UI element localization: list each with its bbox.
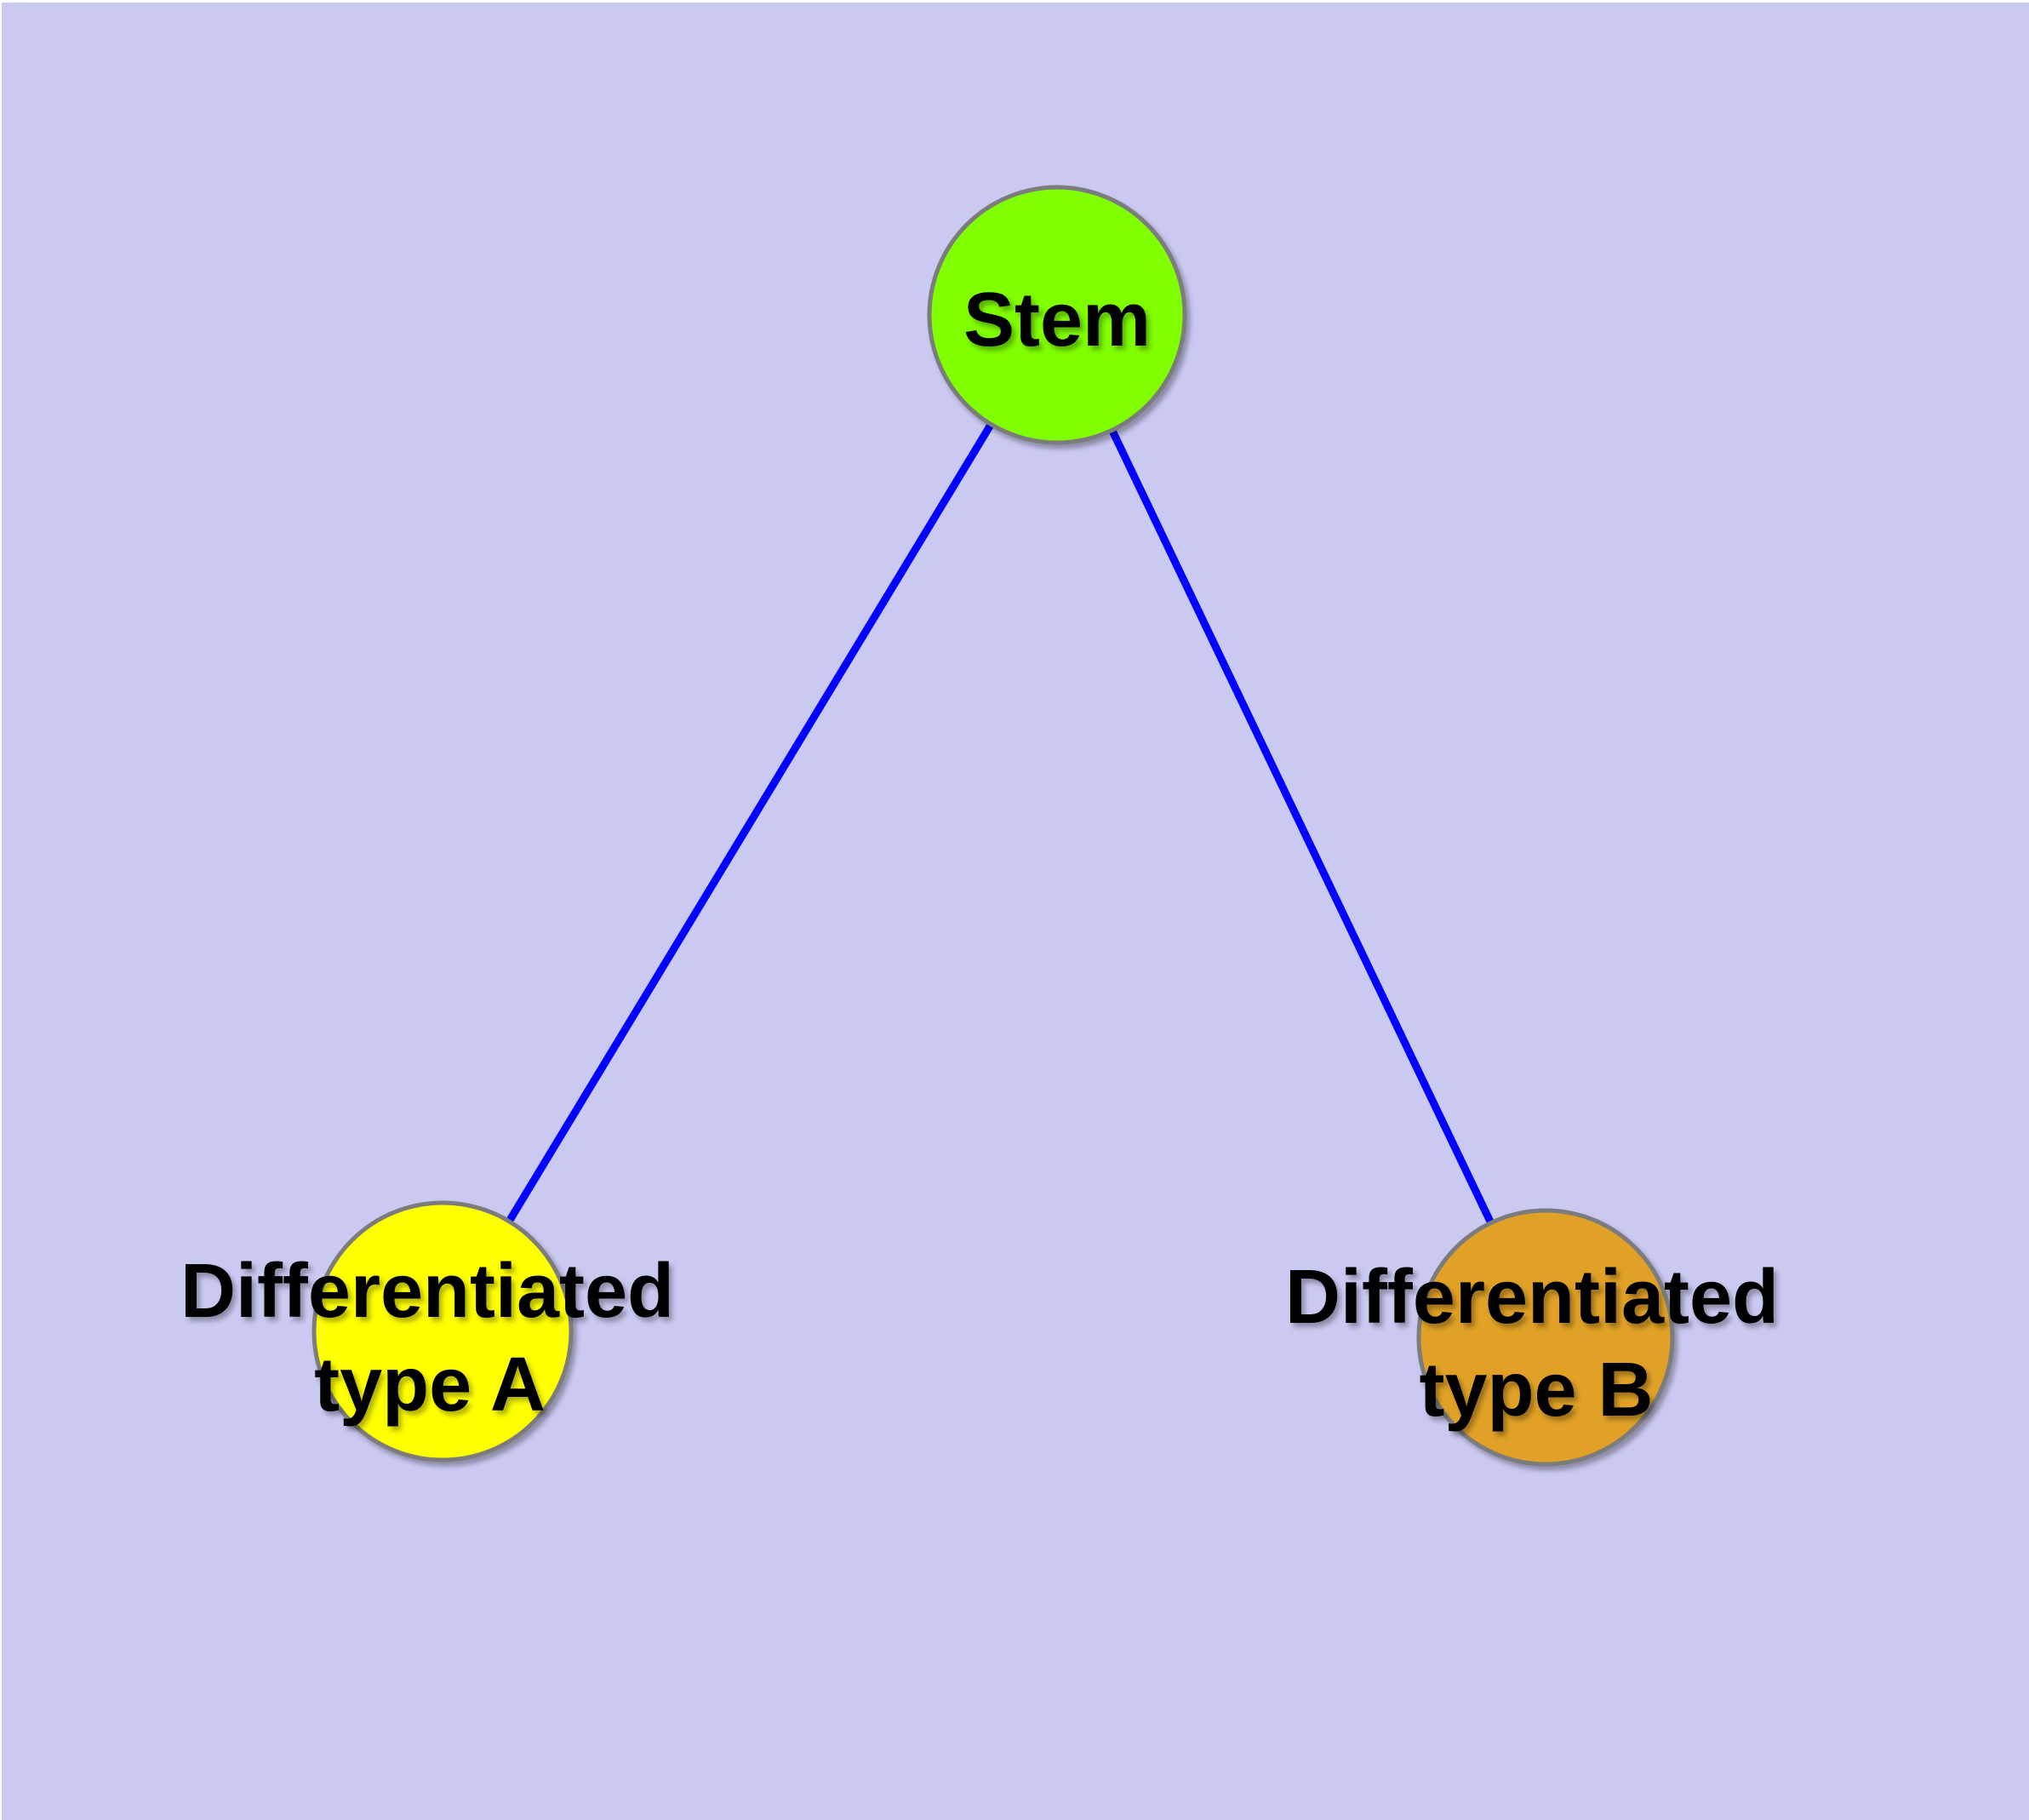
node-stem-circle	[927, 185, 1187, 445]
node-differentiated-type-b-circle	[1416, 1208, 1675, 1467]
node-differentiated-type-a-circle	[311, 1200, 574, 1462]
node-differentiated-type-b-label-line-2: type B	[1419, 1348, 1653, 1433]
edge-stem-to-type-a	[439, 312, 1060, 1334]
node-differentiated-type-b-label-line-1: Differentiated	[1285, 1255, 1779, 1340]
node-stem-label: Stem	[963, 278, 1151, 363]
node-differentiated-type-a-label-line-1: Differentiated	[180, 1249, 674, 1334]
node-differentiated-type-a-label-line-2: type A	[314, 1342, 546, 1428]
edge-stem-to-type-b	[1053, 313, 1550, 1339]
